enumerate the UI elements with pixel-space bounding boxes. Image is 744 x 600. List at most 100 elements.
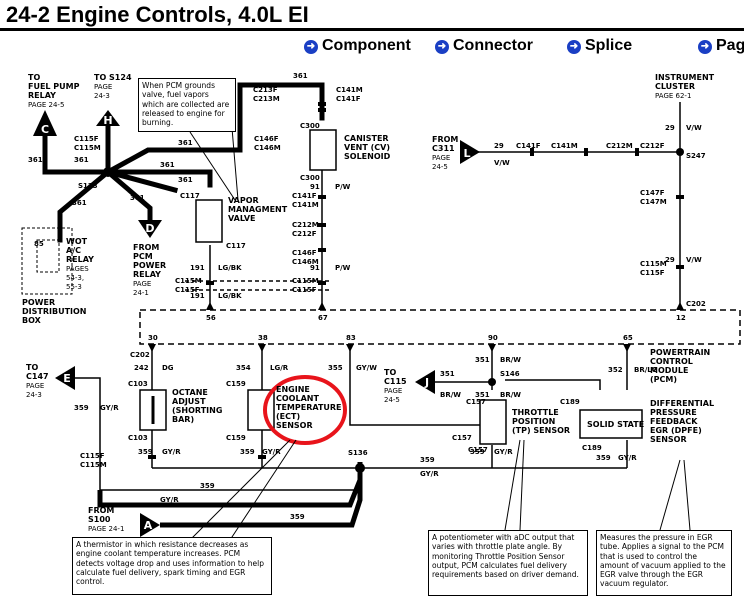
svg-text:C147M: C147M: [640, 198, 667, 206]
svg-text:85: 85: [34, 240, 44, 248]
svg-text:PAGE: PAGE: [133, 280, 151, 288]
svg-text:VALVE: VALVE: [228, 214, 256, 223]
svg-text:BR/W: BR/W: [440, 391, 461, 399]
wot-relay-box: [21, 227, 73, 295]
svg-text:83: 83: [346, 334, 356, 342]
svg-text:DISTRIBUTION: DISTRIBUTION: [22, 307, 87, 316]
splice-s123: [103, 167, 113, 177]
svg-text:SOLID STATE: SOLID STATE: [587, 420, 644, 429]
tp-sensor-symbol: [479, 399, 507, 445]
svg-text:12: 12: [676, 314, 686, 322]
svg-text:24-1: 24-1: [133, 289, 149, 297]
svg-text:C300: C300: [300, 122, 320, 130]
svg-text:C213M: C213M: [253, 95, 280, 103]
svg-text:361: 361: [74, 156, 89, 164]
svg-text:24-5: 24-5: [384, 396, 400, 404]
svg-text:C: C: [41, 123, 49, 136]
svg-text:242: 242: [134, 364, 149, 372]
svg-text:GY/R: GY/R: [618, 454, 637, 462]
svg-text:SOLENOID: SOLENOID: [344, 152, 391, 161]
highlight-circle: [263, 375, 347, 445]
svg-text:PAGE: PAGE: [384, 387, 402, 395]
svg-text:RELAY: RELAY: [28, 91, 56, 100]
svg-text:352: 352: [608, 366, 623, 374]
splice-s136: [355, 463, 365, 473]
nav-component-link[interactable]: ➜Component: [304, 37, 411, 55]
svg-text:54-3,: 54-3,: [66, 274, 84, 282]
svg-text:INSTRUMENT: INSTRUMENT: [655, 73, 715, 82]
svg-text:361: 361: [293, 72, 308, 80]
svg-text:361: 361: [72, 199, 87, 207]
svg-text:65: 65: [623, 334, 633, 342]
svg-text:361: 361: [130, 194, 145, 202]
nav-page-link[interactable]: ➜Pag: [698, 37, 744, 55]
svg-text:351: 351: [475, 356, 490, 364]
svg-text:C213F: C213F: [253, 86, 278, 94]
svg-text:S247: S247: [686, 152, 706, 160]
terminal-arrows: [148, 302, 684, 352]
nav-splice-link[interactable]: ➜Splice: [567, 37, 632, 55]
svg-text:C115F: C115F: [640, 269, 665, 277]
svg-text:C141M: C141M: [336, 86, 363, 94]
svg-text:POWER: POWER: [22, 298, 55, 307]
svg-text:191: 191: [190, 292, 205, 300]
svg-text:C103: C103: [128, 380, 148, 388]
svg-text:P/W: P/W: [335, 183, 351, 191]
svg-text:359: 359: [596, 454, 611, 462]
svg-text:DIFFERENTIAL: DIFFERENTIAL: [650, 399, 714, 408]
svg-text:PAGES: PAGES: [66, 265, 89, 273]
svg-text:359: 359: [138, 448, 153, 456]
svg-text:A: A: [144, 519, 153, 532]
svg-text:V/W: V/W: [686, 124, 702, 132]
svg-text:C157: C157: [452, 434, 472, 442]
svg-text:FROM: FROM: [133, 243, 159, 252]
svg-text:C146F: C146F: [292, 249, 317, 257]
svg-text:TO: TO: [26, 363, 38, 372]
arrow-right-icon: ➜: [435, 40, 449, 54]
svg-text:POSITION: POSITION: [512, 417, 555, 426]
svg-text:CLUSTER: CLUSTER: [655, 82, 695, 91]
svg-text:PAGE: PAGE: [94, 83, 112, 91]
svg-text:PAGE: PAGE: [26, 382, 44, 390]
svg-text:24-3: 24-3: [26, 391, 42, 399]
svg-text:351: 351: [440, 370, 455, 378]
svg-text:355: 355: [328, 364, 343, 372]
svg-text:C212F: C212F: [292, 230, 317, 238]
arrow-right-icon: ➜: [304, 40, 318, 54]
svg-text:VENT (CV): VENT (CV): [344, 143, 390, 152]
svg-text:29: 29: [665, 256, 675, 264]
splice-s146: [488, 378, 496, 386]
svg-text:ADJUST: ADJUST: [172, 397, 206, 406]
svg-text:TEMPERATURE: TEMPERATURE: [276, 403, 342, 412]
svg-text:BAR): BAR): [172, 415, 194, 424]
svg-text:EGR (DPFE): EGR (DPFE): [650, 426, 702, 435]
svg-text:H: H: [103, 114, 112, 127]
svg-text:PAGE 62-1: PAGE 62-1: [655, 92, 691, 100]
svg-text:55-3: 55-3: [66, 283, 82, 291]
vapor-valve-symbol: [195, 199, 223, 243]
svg-text:CONTROL: CONTROL: [650, 357, 693, 366]
svg-text:359: 359: [74, 404, 89, 412]
svg-text:CANISTER: CANISTER: [344, 134, 389, 143]
svg-text:C212F: C212F: [640, 142, 665, 150]
svg-text:C117: C117: [226, 242, 246, 250]
svg-text:TO: TO: [28, 73, 40, 82]
svg-text:56: 56: [206, 314, 216, 322]
svg-text:A/C: A/C: [66, 246, 81, 255]
svg-text:24-3: 24-3: [94, 92, 110, 100]
svg-text:J: J: [424, 376, 429, 389]
nav-connector-link[interactable]: ➜Connector: [435, 37, 533, 55]
svg-text:THROTTLE: THROTTLE: [512, 408, 559, 417]
svg-text:FROM: FROM: [432, 135, 458, 144]
svg-text:LG/BK: LG/BK: [218, 292, 242, 300]
arrow-right-icon: ➜: [567, 40, 581, 54]
svg-text:C115: C115: [384, 377, 407, 386]
svg-text:C117: C117: [180, 192, 200, 200]
svg-text:D: D: [145, 222, 154, 235]
signal-wires: [75, 102, 741, 491]
svg-text:PAGE: PAGE: [432, 154, 450, 162]
svg-text:(TP) SENSOR: (TP) SENSOR: [512, 426, 570, 435]
svg-text:TO: TO: [384, 368, 396, 377]
ect-sensor-note: A thermistor in which resistance decreas…: [72, 537, 272, 595]
